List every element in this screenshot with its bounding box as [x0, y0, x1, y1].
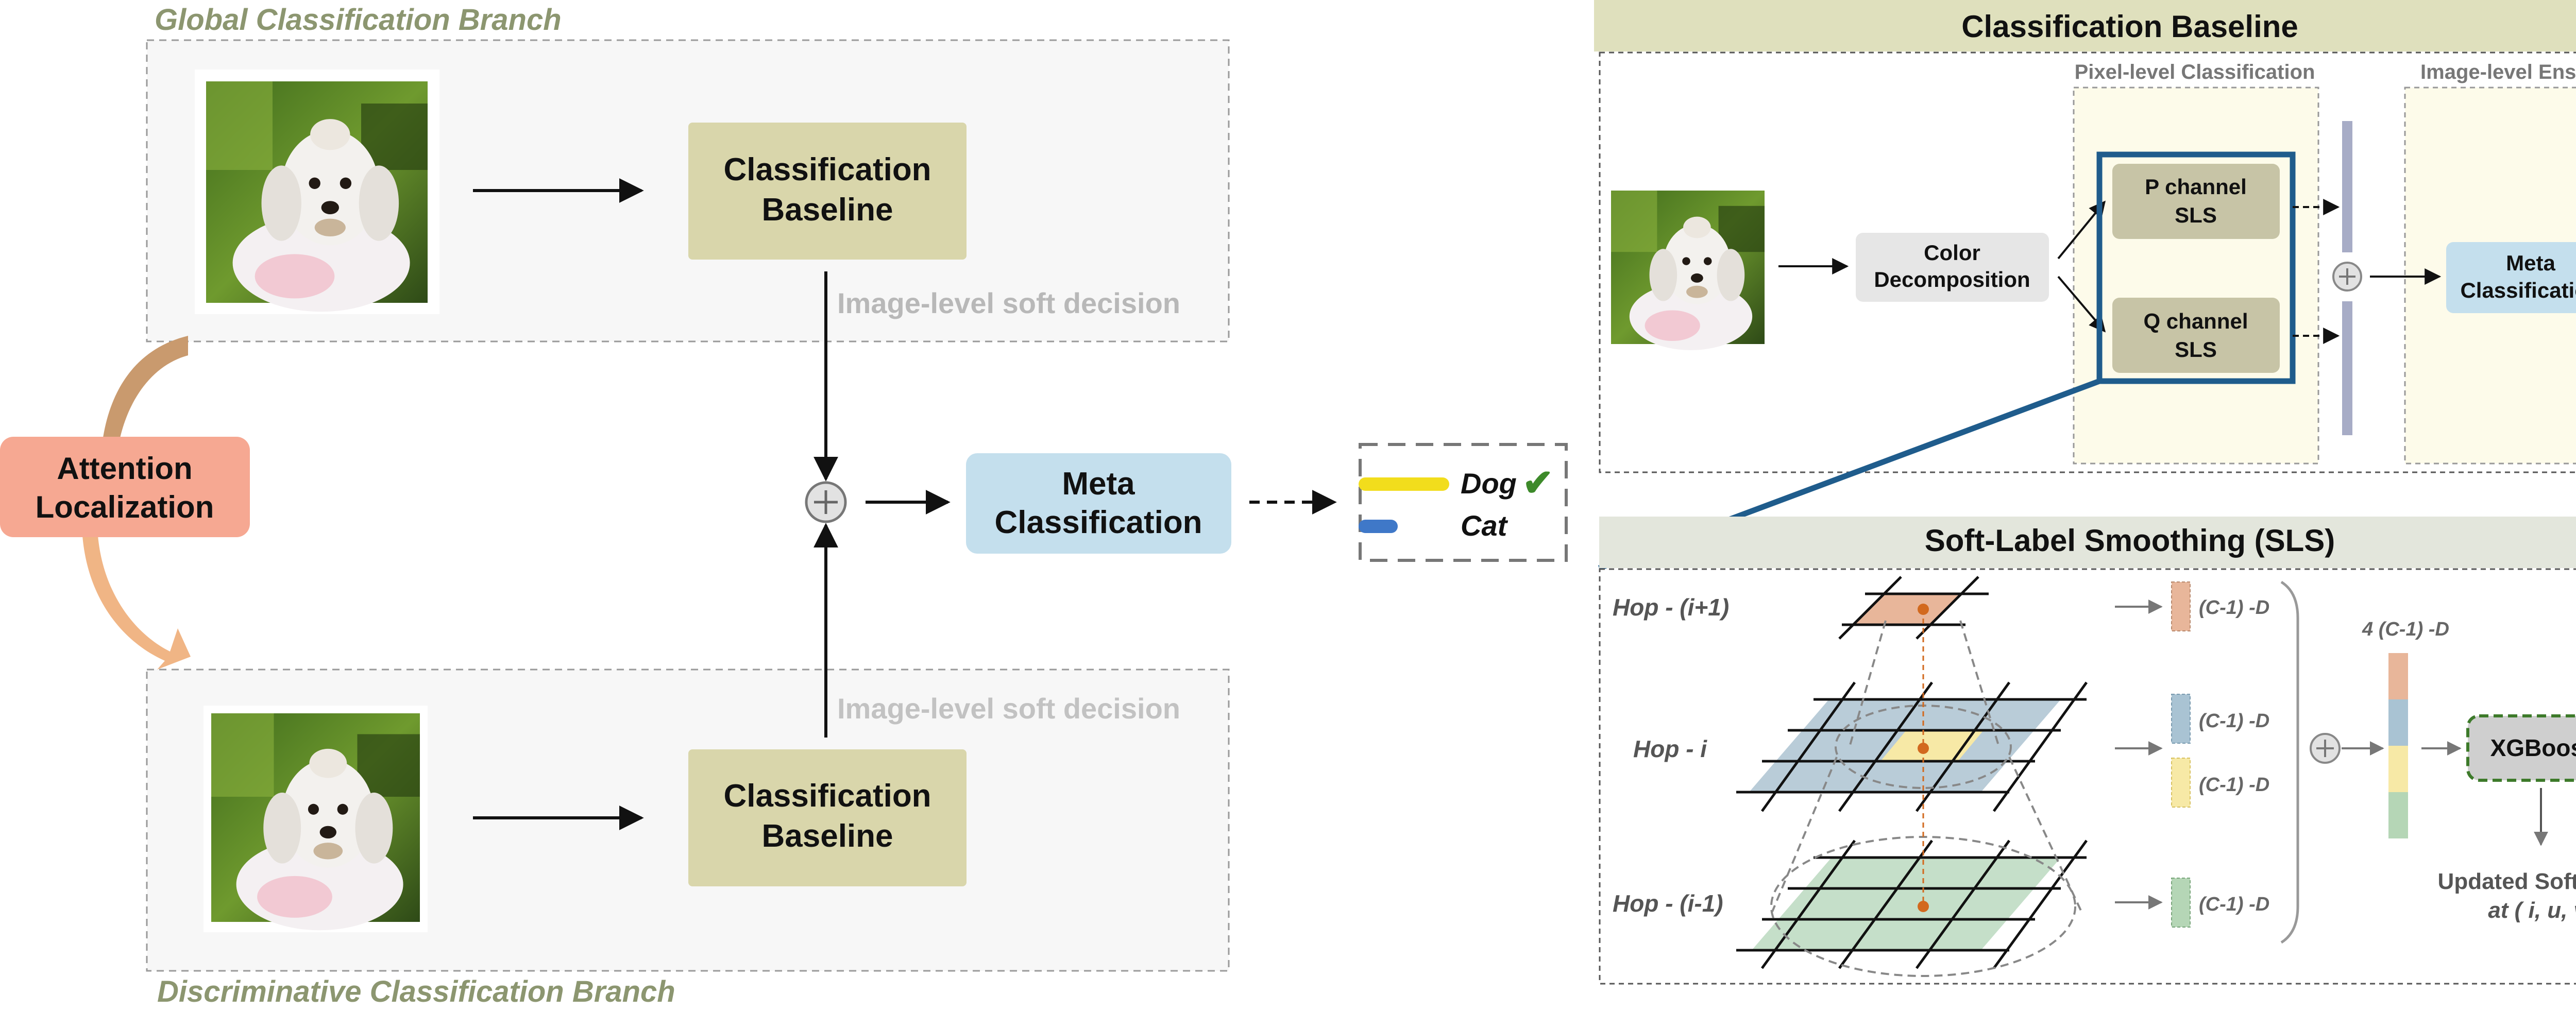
concat-dim-label: 4 (C-1) -D: [2362, 619, 2449, 640]
q-channel-box: [2112, 298, 2280, 373]
meta-line2: Classification: [994, 505, 1202, 540]
concat-bracket: [2280, 580, 2299, 944]
sls-panel-header: [1599, 517, 2576, 568]
global-baseline-box: [688, 123, 967, 260]
baseline-panel-header: [1594, 0, 2576, 52]
q-line2: SLS: [2175, 337, 2217, 362]
baseline-meta-line1: Meta: [2506, 251, 2555, 275]
discriminative-branch-title: Discriminative Classification Branch: [157, 975, 675, 1008]
updated-line2: at ( i, u, v): [2488, 898, 2576, 923]
concat-vector-1: [2388, 653, 2408, 699]
baseline-panel-title: Classification Baseline: [1961, 9, 2298, 44]
attention-line2: Localization: [36, 490, 214, 524]
receptive-field-guides: [1770, 620, 2082, 977]
hop-mid-dim-label-b: (C-1) -D: [2199, 774, 2269, 796]
p-channel-box: [2112, 164, 2280, 239]
updated-line1: Updated Soft Label: [2438, 869, 2576, 894]
discriminative-baseline-line2: Baseline: [761, 818, 893, 854]
concat-vector-4: [2388, 792, 2408, 838]
hop-down-dim-label: (C-1) -D: [2199, 894, 2269, 915]
legend-dog-label: Dog: [1461, 467, 1517, 500]
hop-up-label: Hop - (i+1): [1613, 594, 1729, 621]
discriminative-dog-image: [211, 713, 420, 931]
color-decomposition-box: [1856, 233, 2049, 302]
baseline-dog-image: [1611, 191, 1765, 350]
hop-down-grid: [1736, 839, 2088, 969]
q-line1: Q channel: [2143, 309, 2248, 333]
hop-mid-grid: [1736, 681, 2088, 812]
hop-mid-vector-a: [2171, 694, 2191, 744]
decomp-line1: Color: [1924, 241, 1980, 265]
sls-panel-title: Soft-Label Smoothing (SLS): [1925, 523, 2335, 558]
attention-curve-bottom: [82, 536, 191, 670]
sls-panel-frame: [1599, 568, 2576, 985]
xgboost-label: XGBoost: [2490, 734, 2576, 761]
hop-down-label: Hop - (i-1): [1613, 890, 1723, 917]
hop-mid-dim-label-a: (C-1) -D: [2199, 710, 2269, 732]
output-legend-frame: [1359, 443, 1568, 562]
legend-cat-label: Cat: [1461, 509, 1509, 542]
global-branch-title: Global Classification Branch: [155, 3, 562, 37]
p-line2: SLS: [2175, 203, 2217, 227]
meta-classification-box: [966, 453, 1231, 554]
hop-up-vector: [2171, 581, 2191, 631]
decomp-line2: Decomposition: [1874, 267, 2030, 292]
legend-dog-check-icon: ✔: [1522, 462, 1553, 504]
global-dog-image: [206, 81, 428, 312]
ensemble-bar-bottom: [2342, 301, 2352, 435]
pixel-section-frame: [2073, 87, 2319, 465]
hop-mid-label: Hop - i: [1633, 735, 1707, 762]
attention-localization-box: [0, 437, 250, 537]
meta-line1: Meta: [1062, 466, 1135, 502]
discriminative-soft-decision: Image-level soft decision: [837, 692, 1180, 725]
xgboost-box: [2466, 714, 2576, 782]
global-baseline-line2: Baseline: [761, 192, 893, 228]
image-section-label: Image-level Ensemble: [2420, 61, 2576, 83]
hop-mid-vector-b: [2171, 758, 2191, 808]
global-soft-decision: Image-level soft decision: [837, 287, 1180, 319]
pixel-section-label: Pixel-level Classification: [2075, 61, 2315, 83]
hop-down-vector: [2171, 878, 2191, 928]
concat-vector-3: [2388, 746, 2408, 792]
channel-sls-frame: [2096, 151, 2296, 384]
global-baseline-line1: Classification: [723, 152, 931, 187]
baseline-meta-line2: Classification: [2460, 278, 2576, 302]
attention-line1: Attention: [57, 451, 192, 486]
p-line1: P channel: [2145, 175, 2247, 199]
hop-up-dim-label: (C-1) -D: [2199, 597, 2269, 619]
discriminative-baseline-line1: Classification: [723, 778, 931, 814]
hop-up-grid: [1838, 576, 1989, 640]
ensemble-bar-top: [2342, 121, 2352, 252]
baseline-meta-box: [2446, 242, 2576, 313]
concat-vector-2: [2388, 699, 2408, 746]
discriminative-baseline-box: [688, 749, 967, 886]
